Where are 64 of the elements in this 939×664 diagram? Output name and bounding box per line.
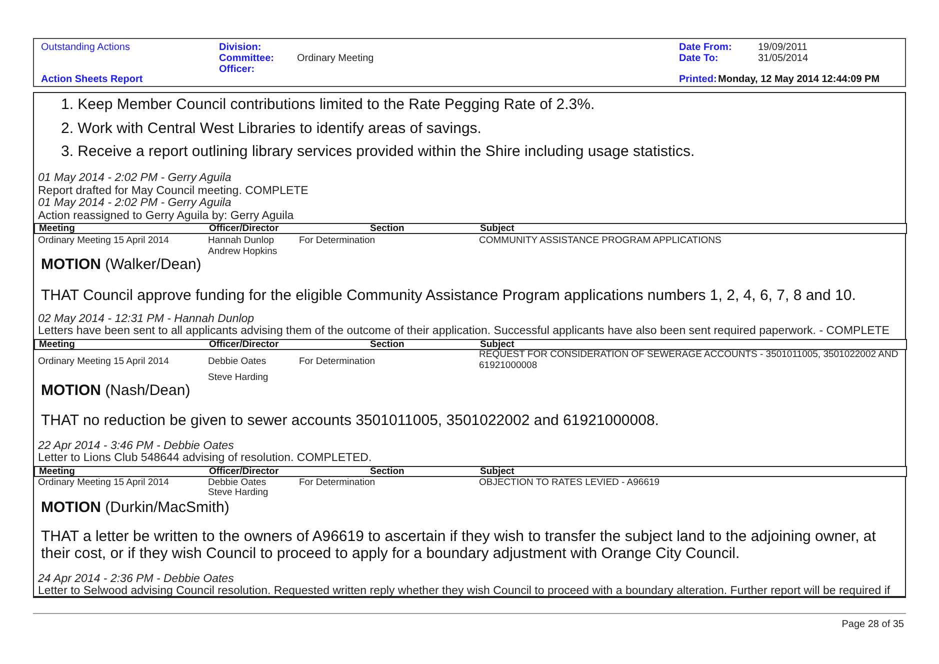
table-cell: OBJECTION TO RATES LEVIED - A96619 xyxy=(479,478,660,489)
action-item: 2. Work with Central West Libraries to identify areas of savings. xyxy=(61,120,482,138)
action-item: 3. Receive a report outlining library services provided within the Shire including usage statistics. xyxy=(61,143,695,160)
motion-text: THAT no reduction be given to sewer accounts 3501011005, 3501022002 and 61921000008. xyxy=(41,412,659,430)
table-cell: Ordinary Meeting 15 April 2014 xyxy=(38,236,169,247)
column-header: Meeting xyxy=(39,467,75,478)
motion-heading: MOTION (Nash/Dean) xyxy=(41,382,190,400)
motion-heading: MOTION (Durkin/MacSmith) xyxy=(41,499,230,516)
table-header xyxy=(34,339,907,350)
column-header: Subject xyxy=(480,340,514,350)
column-header: Subject xyxy=(480,467,514,478)
field-label: Printed: xyxy=(679,74,717,86)
table-cell: Hannah Dunlop xyxy=(208,236,274,247)
note-heading: 02 May 2014 - 12:31 PM - Hannah Dunlop xyxy=(38,313,254,326)
table-cell: Andrew Hopkins xyxy=(208,247,278,258)
table-cell: Steve Harding xyxy=(208,488,268,499)
note-text: Action reassigned to Gerry Aguila by: Gerry Aguila xyxy=(38,210,294,224)
column-header: Subject xyxy=(480,224,514,235)
header-panel xyxy=(33,38,906,87)
field-value: 31/05/2014 xyxy=(758,53,808,64)
field-value: Monday, 12 May 2014 12:44:09 PM xyxy=(718,74,880,86)
field-label: Date To: xyxy=(679,53,718,64)
note-heading: 24 Apr 2014 - 2:36 PM - Debbie Oates xyxy=(38,573,234,586)
column-header: Section xyxy=(370,224,404,235)
motion-text: THAT Council approve funding for the eligible Community Assistance Program applications numbers 1, 2, 4, 6, 7, 8 and 10. xyxy=(41,287,856,304)
note-text: Letter to Selwood advising Council resolution. Requested written reply whether they wish Council to proceed with a boundary alteration. Further report will be required if xyxy=(38,585,890,598)
column-header: Officer/Director xyxy=(209,467,279,478)
note-heading: 01 May 2014 - 2:02 PM - Gerry Aguila xyxy=(38,172,232,186)
field-value: Ordinary Meeting xyxy=(297,53,374,64)
note-heading: 01 May 2014 - 2:02 PM - Gerry Aguila xyxy=(38,197,232,210)
column-header: Meeting xyxy=(39,224,75,235)
column-header: Officer/Director xyxy=(209,340,279,351)
table-cell: For Determination xyxy=(299,478,376,489)
table-cell: REQUEST FOR CONSIDERATION OF SEWERAGE ACCOUNTS - 3501011005, 3501022002 AND 61921000008 xyxy=(479,350,899,372)
table-cell: For Determination xyxy=(299,357,376,368)
motion-text: THAT a letter be written to the owners of A96619 to ascertain if they wish to transfer the subject land to the adjoining owner, at their cost, or if they wish Council to proceed to apply for a boundary adjustment with Orange City Council. xyxy=(41,528,877,562)
field-value: 19/09/2011 xyxy=(758,42,808,54)
table-header xyxy=(34,466,907,477)
content-panel xyxy=(33,92,906,598)
column-header: Section xyxy=(370,340,404,351)
field-label: Committee: xyxy=(219,53,274,64)
table-cell: Ordinary Meeting 15 April 2014 xyxy=(38,478,169,489)
table-cell-text: Debbie Oates xyxy=(208,478,266,488)
column-header: Officer/Director xyxy=(209,224,279,235)
report-category: Outstanding Actions xyxy=(41,42,130,54)
table-cell: Ordinary Meeting 15 April 2014 xyxy=(38,357,169,368)
note-text: Letter to Lions Club 548644 advising of resolution. COMPLETED. xyxy=(38,452,372,466)
table-cell: COMMUNITY ASSISTANCE PROGRAM APPLICATIONS xyxy=(479,236,722,247)
column-header: Meeting xyxy=(39,340,75,351)
report-title: Action Sheets Report xyxy=(41,74,143,86)
motion-heading: MOTION (Walker/Dean) xyxy=(41,256,202,274)
action-item: 1. Keep Member Council contributions limited to the Rate Pegging Rate of 2.3%. xyxy=(61,96,595,114)
field-label: Date From: xyxy=(679,42,732,54)
table-cell: For Determination xyxy=(299,236,376,247)
note-heading: 22 Apr 2014 - 3:46 PM - Debbie Oates xyxy=(38,440,234,452)
note-text: Letters have been sent to all applicants advising them of the outcome of their application. Successful applicants have also been sent required paperwork. - COMPLETE xyxy=(38,325,890,338)
table-cell: Steve Harding xyxy=(208,373,268,384)
table-header xyxy=(34,223,907,234)
note-text: Report drafted for May Council meeting. COMPLETE xyxy=(38,185,308,198)
field-label: Officer: xyxy=(219,64,255,76)
field-label: Division: xyxy=(219,42,262,54)
table-cell: Debbie Oates xyxy=(208,357,266,368)
column-header: Section xyxy=(370,467,404,478)
page-number: Page 28 of 35 xyxy=(842,619,904,630)
